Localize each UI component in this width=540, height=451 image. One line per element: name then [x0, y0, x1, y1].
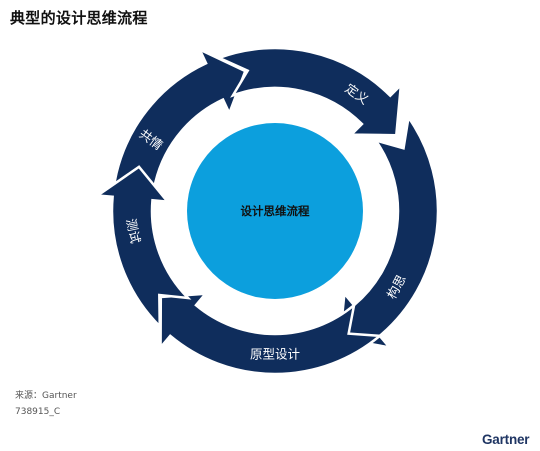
arrow-segment: [215, 46, 403, 137]
source-note: 来源：Gartner 738915_C: [15, 388, 77, 420]
arrow-segment: [94, 165, 192, 330]
center-label: 设计思维流程: [241, 204, 310, 218]
doc-id: 738915_C: [15, 407, 61, 417]
gartner-logo: Gartner: [482, 432, 530, 447]
source-line: 来源：Gartner: [15, 391, 77, 401]
stage-label: 原型设计: [250, 347, 300, 362]
center-circle: [187, 123, 363, 299]
page-title: 典型的设计思维流程: [10, 9, 148, 27]
arrow-ring: [94, 46, 440, 376]
stage-label: 测试: [123, 217, 143, 245]
